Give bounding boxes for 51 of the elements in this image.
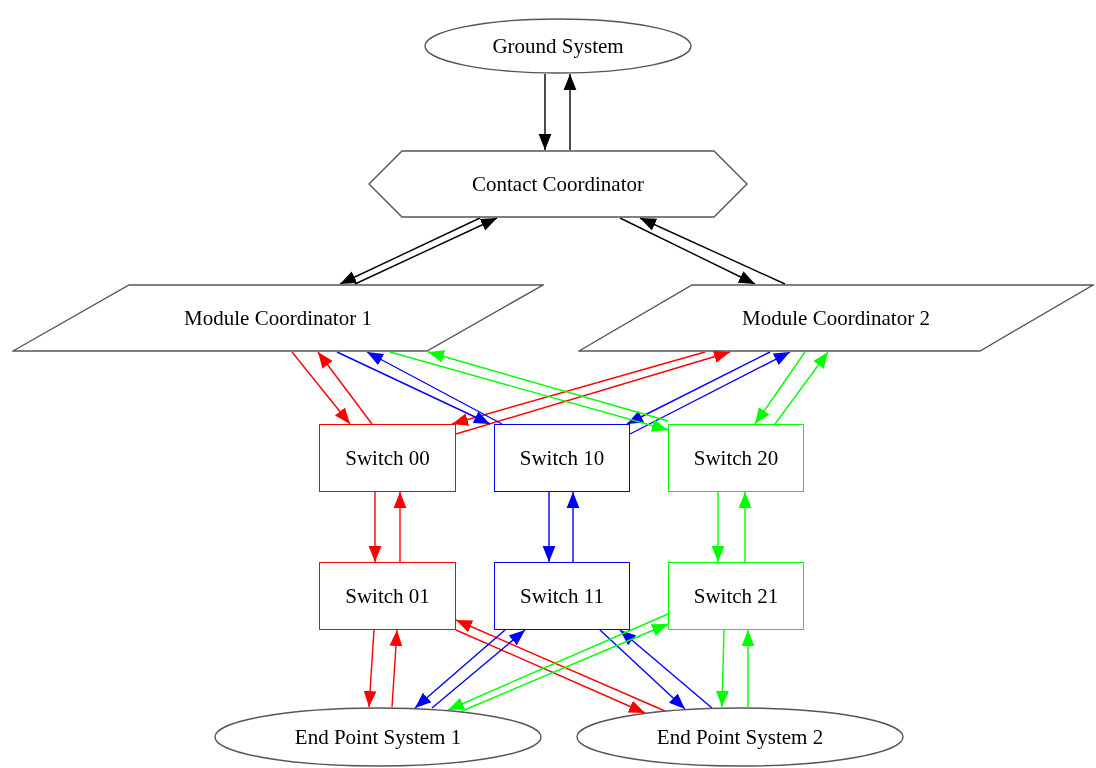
arrow (363, 629, 377, 708)
arrow (538, 73, 552, 151)
arrow (542, 491, 556, 563)
switch-box (494, 562, 630, 630)
switch-box (668, 424, 804, 492)
arrow (619, 629, 713, 709)
node-label: Contact Coordinator (471, 171, 645, 197)
arrow (599, 629, 686, 710)
arrow (455, 629, 646, 714)
switch-box (319, 562, 456, 630)
arrow (626, 351, 771, 425)
arrow (455, 350, 731, 435)
arrow (389, 629, 403, 708)
arrow (741, 629, 755, 708)
arrow (639, 217, 786, 285)
node-label: End Point System 2 (656, 724, 824, 750)
arrow (389, 351, 669, 432)
arrow (754, 351, 806, 425)
node-label: Ground System (492, 33, 624, 59)
arrow (354, 217, 498, 285)
arrow (339, 217, 481, 285)
arrow (431, 629, 526, 709)
arrow (427, 350, 669, 422)
arrow (563, 73, 577, 151)
switch-box (319, 424, 456, 492)
arrow (393, 491, 407, 563)
arrow (368, 491, 382, 563)
switch-box (668, 562, 804, 630)
arrow (336, 351, 491, 425)
arrow (629, 351, 791, 435)
arrow (291, 351, 351, 425)
arrow (619, 217, 756, 285)
node-label: Switch 11 (520, 583, 604, 609)
arrow (716, 629, 729, 708)
node-label: Module Coordinator 2 (742, 305, 930, 331)
arrow (366, 351, 503, 425)
node-label: Switch 10 (519, 445, 605, 471)
arrow (566, 491, 580, 563)
node-label: Switch 00 (345, 445, 430, 471)
node-label: Switch 20 (693, 445, 779, 471)
arrow (414, 629, 506, 709)
arrow (317, 351, 373, 425)
arrow (451, 351, 706, 426)
node-label: Switch 01 (345, 583, 430, 609)
node-label: Module Coordinator 1 (184, 305, 372, 331)
arrow (738, 491, 752, 563)
node-label: End Point System 1 (294, 724, 462, 750)
arrow (711, 491, 725, 563)
switch-box (494, 424, 630, 492)
node-label: Switch 21 (693, 583, 779, 609)
arrow (774, 351, 829, 425)
